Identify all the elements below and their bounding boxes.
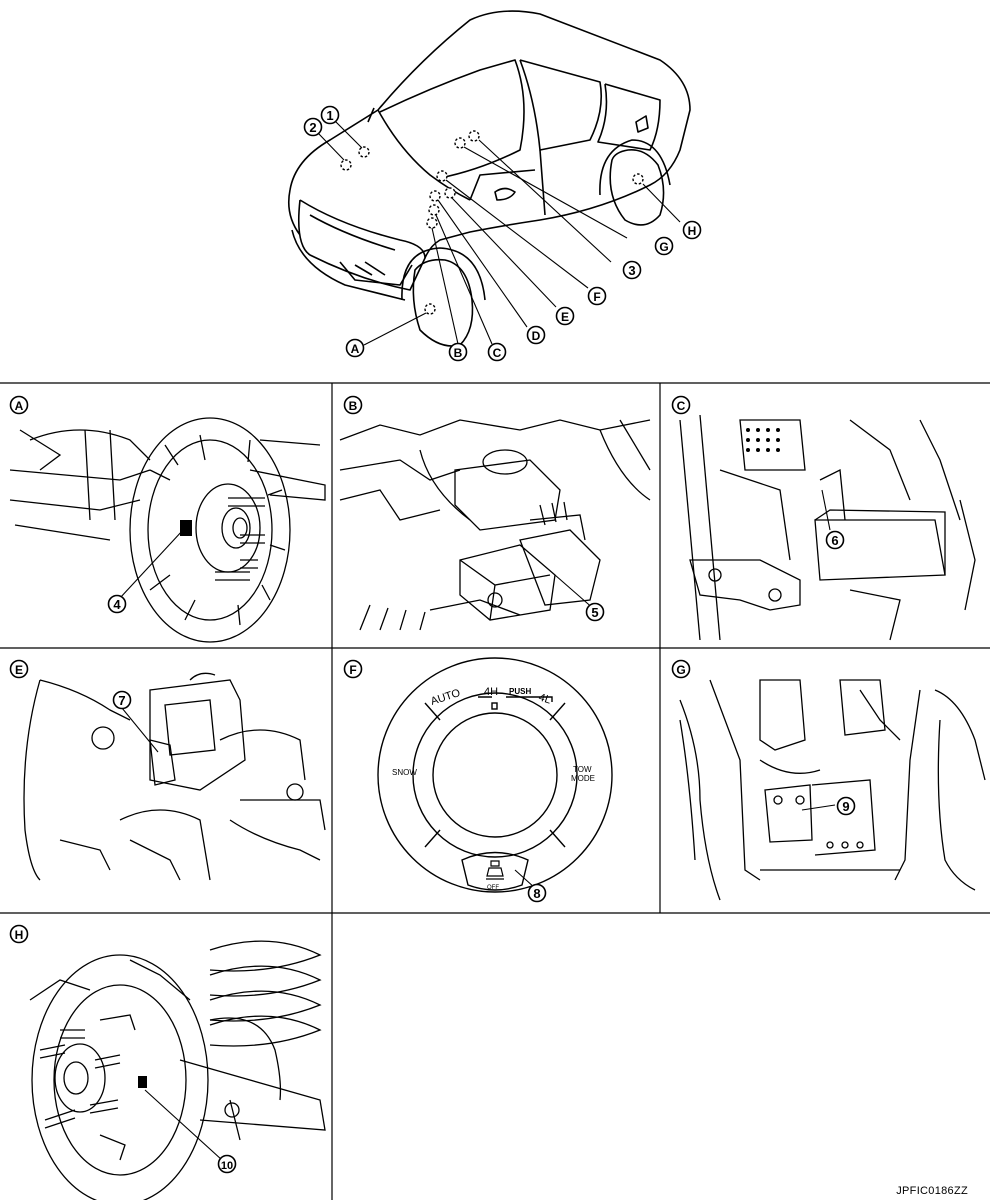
svg-text:F: F — [349, 663, 356, 677]
panel-g: 9 G — [671, 659, 986, 901]
svg-text:SNOW: SNOW — [392, 768, 417, 777]
svg-text:4H: 4H — [484, 686, 498, 698]
svg-text:E: E — [15, 663, 23, 677]
panel-f-label: F — [343, 659, 363, 679]
svg-text:4L: 4L — [537, 691, 552, 706]
panel-b: 5 B — [339, 395, 651, 631]
svg-text:H: H — [15, 928, 24, 942]
svg-text:AUTO: AUTO — [429, 687, 462, 708]
svg-text:A: A — [15, 399, 24, 413]
panel-f: AUTO 4H PUSH 4L SNOW TOW MODE OFF 8 F — [343, 657, 613, 903]
panel-g-label: G — [671, 659, 691, 679]
locator-d: D — [526, 325, 546, 345]
svg-text:10: 10 — [221, 1160, 233, 1172]
locator-g: G — [654, 236, 674, 256]
locator-a: A — [345, 338, 365, 358]
svg-text:4: 4 — [113, 597, 121, 612]
callout-1: 1 — [320, 105, 340, 125]
svg-text:3: 3 — [628, 263, 635, 278]
panel-h: 10 H — [9, 924, 326, 1200]
callout-2: 2 — [303, 117, 323, 137]
panel-c: 6 C — [671, 395, 976, 641]
locator-b: B — [448, 342, 468, 362]
svg-text:C: C — [493, 346, 502, 360]
panel-e-label: E — [9, 659, 29, 679]
svg-text:G: G — [676, 663, 685, 677]
panel-grid — [0, 382, 990, 1200]
callout-5: 5 — [585, 602, 605, 622]
vehicle-illustration — [287, 10, 691, 347]
svg-text:H: H — [688, 224, 697, 238]
leader-lines — [317, 115, 681, 346]
locator-f: F — [587, 286, 607, 306]
locator-markers — [340, 130, 644, 315]
panel-c-label: C — [671, 395, 691, 415]
panel-a: 4 A — [9, 395, 326, 643]
svg-text:C: C — [677, 399, 686, 413]
svg-text:7: 7 — [118, 693, 125, 708]
panel-h-label: H — [9, 924, 29, 944]
svg-text:OFF: OFF — [487, 885, 499, 891]
svg-text:E: E — [561, 310, 569, 324]
callout-9: 9 — [836, 796, 856, 816]
svg-text:B: B — [454, 346, 463, 360]
panel-e: 7 E — [9, 659, 326, 881]
callout-7: 7 — [112, 690, 132, 710]
callout-10: 10 — [217, 1154, 237, 1174]
panel-a-label: A — [9, 395, 29, 415]
svg-text:8: 8 — [533, 886, 540, 901]
svg-text:PUSH: PUSH — [509, 687, 531, 696]
svg-text:D: D — [532, 329, 541, 343]
svg-text:9: 9 — [842, 799, 849, 814]
panel-b-label: B — [343, 395, 363, 415]
svg-text:A: A — [351, 342, 360, 356]
locator-e: E — [555, 306, 575, 326]
svg-text:2: 2 — [309, 120, 316, 135]
overview-callouts: 1 2 3 A B C D E F G H — [303, 105, 702, 362]
svg-text:TOW: TOW — [573, 765, 592, 774]
callout-6: 6 — [825, 530, 845, 550]
callout-3: 3 — [622, 260, 642, 280]
figure-id: JPFIC0186ZZ — [896, 1185, 968, 1197]
svg-text:F: F — [593, 290, 600, 304]
svg-text:5: 5 — [591, 605, 598, 620]
svg-text:B: B — [349, 399, 358, 413]
callout-4: 4 — [107, 594, 127, 614]
vdc-off-icon — [486, 860, 504, 880]
callout-8: 8 — [527, 883, 547, 903]
svg-text:6: 6 — [831, 533, 838, 548]
svg-text:MODE: MODE — [571, 774, 595, 783]
svg-text:G: G — [659, 240, 668, 254]
locator-h: H — [682, 220, 702, 240]
locator-c: C — [487, 342, 507, 362]
svg-text:1: 1 — [326, 108, 333, 123]
